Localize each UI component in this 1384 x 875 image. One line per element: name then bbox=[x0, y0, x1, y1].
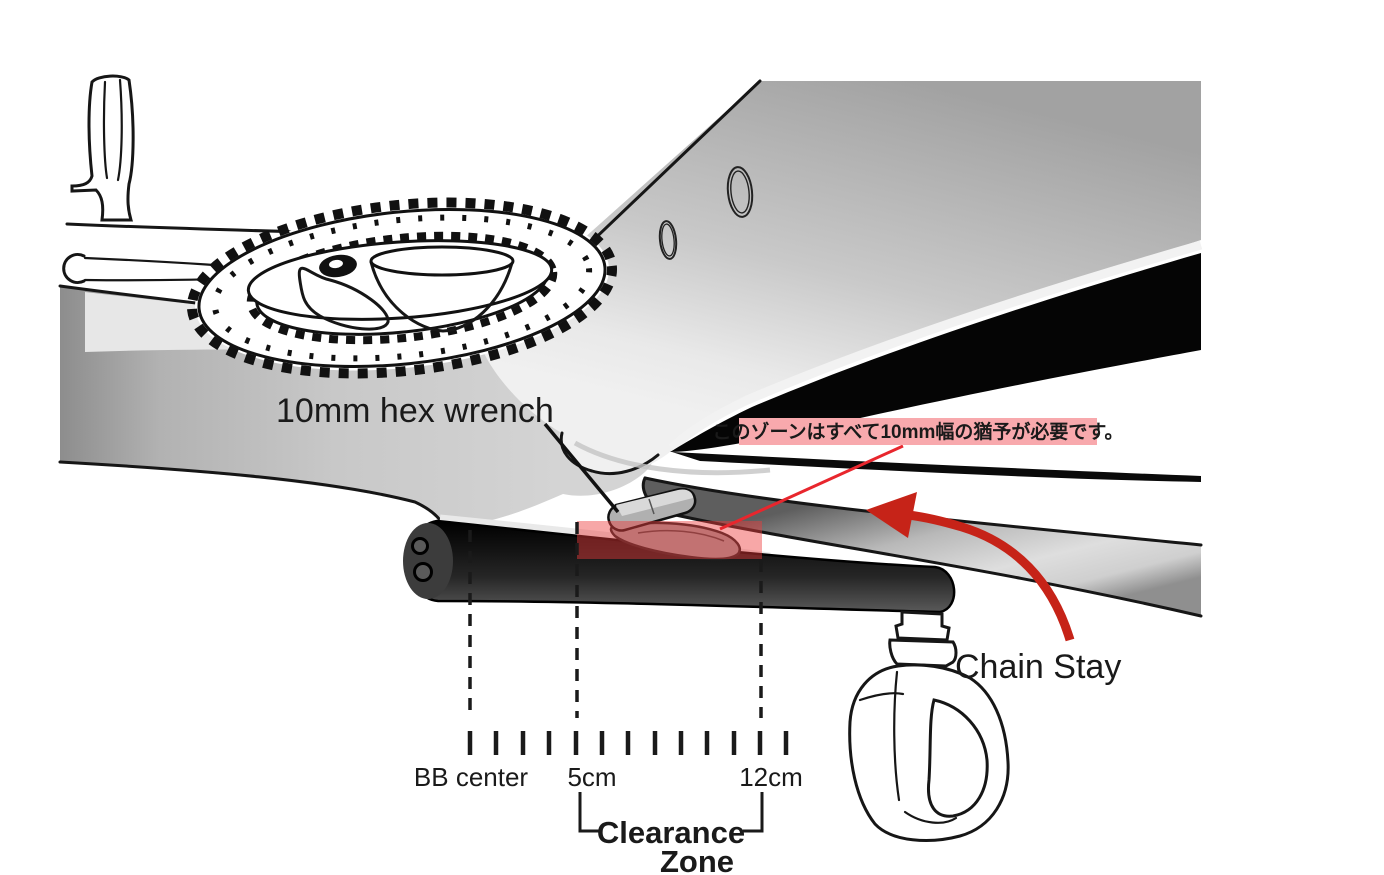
note-box: このゾーンはすべて10mm幅の猶予が必要です。 bbox=[713, 418, 1124, 445]
crank-hole-bottom bbox=[413, 562, 433, 582]
seatstay-highlight-band bbox=[668, 240, 1203, 452]
pedal-window bbox=[926, 698, 989, 818]
boss-hole-small bbox=[658, 220, 678, 260]
seat-tube-stub bbox=[70, 74, 135, 222]
clearance-bracket bbox=[578, 792, 764, 833]
crank-hole-top bbox=[411, 537, 429, 555]
five-cm-label: 5cm bbox=[567, 762, 616, 792]
ruler-ticks bbox=[467, 731, 789, 755]
clearance-zone-label-line2: Zone bbox=[660, 844, 734, 875]
crank-arm-bean bbox=[297, 266, 390, 331]
twelve-cm-label: 12cm bbox=[739, 762, 803, 792]
outer-ring-teeth bbox=[186, 197, 618, 379]
crankset-drawing bbox=[62, 74, 618, 379]
measurement-guides bbox=[468, 522, 763, 718]
boss-hole-large bbox=[726, 166, 754, 218]
shadow-wedge bbox=[670, 253, 1201, 452]
wrench-leader-line bbox=[543, 422, 620, 514]
frame-crease bbox=[573, 440, 771, 476]
pedal-spindle bbox=[894, 610, 951, 642]
frame-upper-gray bbox=[479, 79, 1202, 476]
bb-center-label: BB center bbox=[414, 762, 529, 792]
pedal-body bbox=[848, 663, 1010, 842]
crank-boss-cup bbox=[369, 245, 515, 333]
chain-stay-label: Chain Stay bbox=[955, 648, 1121, 686]
hex-wrench-label: 10mm hex wrench bbox=[276, 392, 554, 430]
clearance-zone-label-line1: Clearance bbox=[597, 815, 745, 850]
ring-rivets bbox=[211, 214, 593, 362]
red-curved-arrow-icon bbox=[866, 492, 1075, 642]
note-leader-line bbox=[719, 444, 904, 531]
bottle-boss-holes bbox=[658, 166, 754, 260]
clearance-zone-highlight bbox=[577, 521, 762, 559]
chainstay-edge-sliver bbox=[672, 452, 1201, 482]
pedal-drawing bbox=[848, 610, 1010, 842]
inner-ring-teeth bbox=[246, 231, 558, 345]
hex-wrench-icon bbox=[607, 487, 741, 561]
note-text: このゾーンはすべて10mm幅の猶予が必要です。 bbox=[713, 420, 1124, 443]
